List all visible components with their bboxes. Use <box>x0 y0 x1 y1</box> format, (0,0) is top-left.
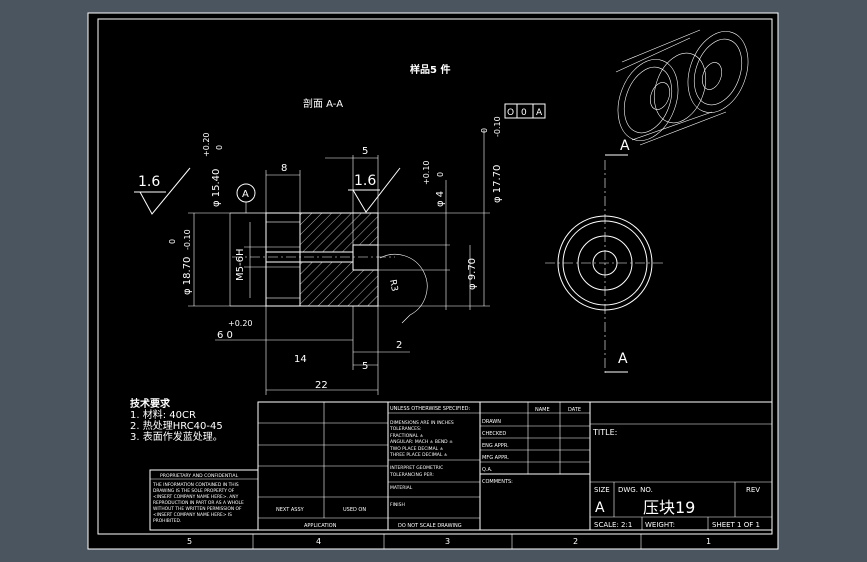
dim-22: 22 <box>315 380 328 391</box>
roughness-symbol: 1.6 <box>348 167 401 213</box>
notes-line: 2. 热处理HRC40-45 <box>130 419 223 432</box>
svg-text:NAME: NAME <box>535 407 550 413</box>
svg-text:COMMENTS:: COMMENTS: <box>482 479 513 485</box>
size-label: SIZE <box>594 486 610 494</box>
dim-8: 8 <box>281 163 287 174</box>
dim-17-70-tol-low: -0.10 <box>493 116 502 137</box>
svg-text:PROHIBITED.: PROHIBITED. <box>153 518 181 524</box>
svg-text:<INSERT COMPANY NAME HERE>. AN: <INSERT COMPANY NAME HERE>. ANY <box>153 494 239 500</box>
dwg-no-value: 压块19 <box>643 498 695 517</box>
section-marker-a-bottom: A <box>618 351 628 367</box>
technical-notes: 技术要求 1. 材料: 40CR 2. 热处理HRC40-45 3. 表面作发蓝… <box>130 397 223 443</box>
dim-4-tol-up: +0.10 <box>422 160 431 185</box>
zone-label: 3 <box>445 537 450 546</box>
dim-thread: M5-6H <box>235 249 246 281</box>
notes-title: 技术要求 <box>130 397 171 410</box>
svg-text:REPRODUCTION IN PART OR AS A W: REPRODUCTION IN PART OR AS A WHOLE <box>153 500 244 506</box>
dim-15-40-tol-up: +0.20 <box>202 132 211 157</box>
svg-text:CHECKED: CHECKED <box>482 431 506 437</box>
dim-4-tol-low: 0 <box>436 172 445 177</box>
application-label: APPLICATION <box>304 523 337 529</box>
svg-text:O: O <box>507 108 514 118</box>
size-value: A <box>595 500 605 516</box>
dim-9-70: φ 9.70 <box>467 258 478 290</box>
svg-text:DRAWN: DRAWN <box>482 419 501 425</box>
dim-14: 14 <box>294 354 307 365</box>
geometric-tolerance-frame: O 0 A <box>504 103 546 119</box>
dim-15-40: φ 15.40 <box>211 169 222 207</box>
svg-text:ENG APPR.: ENG APPR. <box>482 443 509 449</box>
dim-4: φ 4 <box>435 191 446 207</box>
svg-text:INTERPRET GEOMETRIC: INTERPRET GEOMETRIC <box>390 465 443 471</box>
dim-5-bottom: 5 <box>362 361 368 372</box>
drawing-sheet <box>87 12 779 550</box>
svg-text:DATE: DATE <box>568 407 581 413</box>
zone-label: 5 <box>187 537 192 546</box>
dwg-no-label: DWG. NO. <box>618 486 653 494</box>
roughness-symbol: 1.6 <box>134 167 191 215</box>
svg-text:Q.A.: Q.A. <box>482 467 493 473</box>
zone-label: 4 <box>316 537 321 546</box>
proprietary-heading: PROPRIETARY AND CONFIDENTIAL <box>160 473 239 479</box>
dimension-lines <box>188 130 490 395</box>
title-block: TITLE: SIZE A DWG. NO. 压块19 REV SCALE: 2… <box>589 401 773 531</box>
section-marker-a: A <box>620 138 630 154</box>
svg-text:0: 0 <box>521 108 527 118</box>
dim-6: 6 0 <box>217 330 233 341</box>
svg-text:DRAWING IS THE SOLE PROPERTY O: DRAWING IS THE SOLE PROPERTY OF <box>153 488 235 494</box>
next-assy-label: NEXT ASSY <box>276 507 305 513</box>
svg-text:THREE PLACE DECIMAL ±: THREE PLACE DECIMAL ± <box>389 452 448 458</box>
svg-text:UNLESS OTHERWISE SPECIFIED:: UNLESS OTHERWISE SPECIFIED: <box>390 406 470 412</box>
zone-markers: 5 4 3 2 1 <box>187 534 711 549</box>
svg-text:FRACTIONAL ±: FRACTIONAL ± <box>390 433 424 439</box>
svg-text:MATERIAL: MATERIAL <box>390 485 413 491</box>
svg-text:DIMENSIONS ARE IN INCHES: DIMENSIONS ARE IN INCHES <box>390 420 454 426</box>
svg-text:<INSERT COMPANY NAME HERE> IS: <INSERT COMPANY NAME HERE> IS <box>153 512 232 518</box>
dim-6-tol: +0.20 <box>228 319 253 328</box>
svg-text:FINISH: FINISH <box>390 502 405 508</box>
weight-label: WEIGHT: <box>645 521 675 529</box>
dim-18-70-tol-up: 0 <box>168 239 177 244</box>
svg-text:WITHOUT THE WRITTEN PERMISSION: WITHOUT THE WRITTEN PERMISSION OF <box>153 506 242 512</box>
scale-label: SCALE: 2:1 <box>594 521 632 529</box>
svg-text:A: A <box>242 189 249 200</box>
svg-text:1.6: 1.6 <box>138 174 160 190</box>
zone-label: 2 <box>573 537 578 546</box>
dim-15-40-tol-low: 0 <box>215 145 224 150</box>
proprietary-box: PROPRIETARY AND CONFIDENTIAL THE INFORMA… <box>149 469 259 531</box>
dim-2: 2 <box>396 340 402 351</box>
section-label: 剖面 A-A <box>303 97 343 110</box>
svg-text:TOLERANCES:: TOLERANCES: <box>389 426 421 432</box>
svg-text:TWO PLACE DECIMAL ±: TWO PLACE DECIMAL ± <box>389 446 444 452</box>
sheet-label: SHEET 1 OF 1 <box>712 521 760 529</box>
dim-radius: R3 <box>387 279 399 293</box>
title-label: TITLE: <box>592 428 617 437</box>
end-view: A A <box>545 138 665 375</box>
application-table: NEXT ASSY USED ON APPLICATION <box>257 401 389 531</box>
svg-text:MFG APPR.: MFG APPR. <box>482 455 509 461</box>
zone-label: 1 <box>706 537 711 546</box>
dim-5-top: 5 <box>362 146 368 157</box>
dim-18-70-tol-low: -0.10 <box>183 229 192 250</box>
dim-17-70: φ 17.70 <box>492 165 503 203</box>
isometric-view <box>615 29 749 146</box>
svg-text:DO NOT SCALE DRAWING: DO NOT SCALE DRAWING <box>398 523 462 529</box>
notes-line: 3. 表面作发蓝处理。 <box>130 430 223 443</box>
used-on-label: USED ON <box>343 507 366 513</box>
svg-text:THE INFORMATION CONTAINED IN T: THE INFORMATION CONTAINED IN THIS <box>152 482 239 488</box>
svg-text:TOLERANCING PER:: TOLERANCING PER: <box>389 472 434 478</box>
notes-line: 1. 材料: 40CR <box>130 408 196 421</box>
svg-text:1.6: 1.6 <box>354 173 376 189</box>
rev-label: REV <box>746 486 760 494</box>
sample-note: 样品5 件 <box>410 63 450 76</box>
svg-text:ANGULAR: MACH ± BEND ±: ANGULAR: MACH ± BEND ± <box>390 439 453 445</box>
dim-18-70: φ 18.70 <box>182 257 193 295</box>
drawing-border <box>97 18 773 535</box>
svg-text:A: A <box>536 108 543 118</box>
dimension-text: φ 15.40 +0.20 0 8 5 φ 4 +0.10 0 φ 17.70 … <box>168 116 503 391</box>
dim-17-70-tol-up: 0 <box>480 128 489 133</box>
datum-marker: A <box>236 183 256 213</box>
